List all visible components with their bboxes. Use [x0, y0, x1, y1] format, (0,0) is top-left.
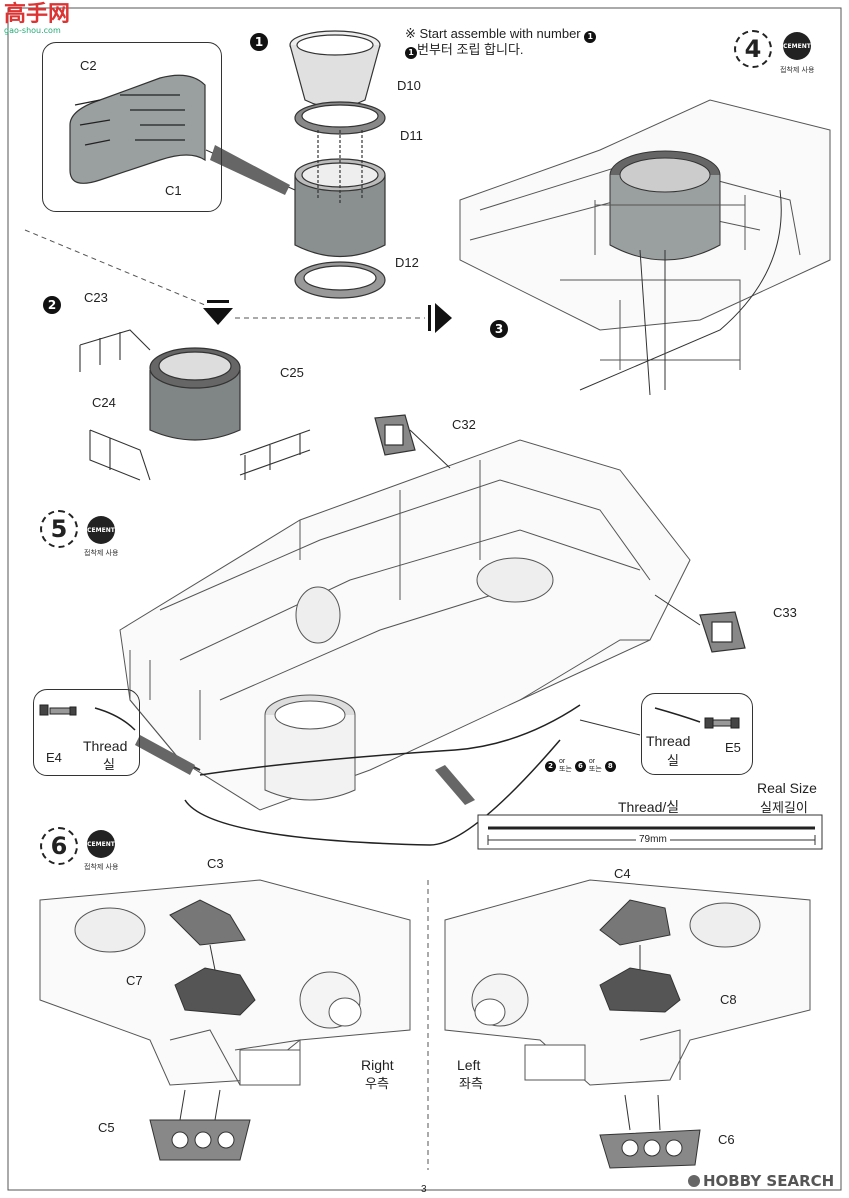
notice-line1: ※ Start assemble with number	[405, 26, 581, 41]
part-label-c7: C7	[126, 973, 143, 988]
part-label-e4: E4	[46, 750, 62, 765]
part-label-c4: C4	[614, 866, 631, 881]
side-right-en: Right	[361, 1057, 394, 1073]
cement-icon-5: CEMENT	[87, 516, 115, 544]
real-size-en: Real Size	[757, 780, 817, 796]
thread-inset-right	[641, 693, 753, 775]
notice-number-icon: 1	[584, 31, 597, 43]
c24-rail-drawing	[89, 429, 151, 481]
d11-ring-drawing	[294, 101, 386, 135]
notice-line2: 번부터 조립 합니다.	[417, 42, 524, 57]
side-left-kr: 좌측	[459, 1076, 483, 1091]
e5-part-drawing	[704, 717, 740, 729]
option-or-1-kr: 또는	[559, 766, 572, 773]
cement-icon-4: CEMENT	[783, 32, 811, 60]
step3-hull-drawing	[459, 99, 831, 370]
real-size-length: 79mm	[636, 834, 670, 845]
option-a-icon: 2	[545, 760, 556, 772]
c8-part-drawing	[599, 967, 681, 1013]
option-or-1: or	[559, 758, 566, 765]
part-label-c23: C23	[84, 290, 108, 305]
hobby-search-text: HOBBY SEARCH	[703, 1172, 835, 1190]
thread-cables-drawing	[94, 704, 701, 846]
step-number-2: 2	[43, 296, 61, 314]
cement-caption-5: 접착제 사용	[84, 549, 119, 557]
c23-rail-drawing	[79, 329, 151, 372]
watermark-logo: 高手网 gao-shou.com	[4, 2, 71, 36]
cement-caption-6: 접착제 사용	[84, 863, 119, 871]
part-label-c32: C32	[452, 417, 476, 432]
part-label-d10: D10	[397, 78, 421, 93]
part-label-d11: D11	[400, 128, 423, 143]
c4-part-drawing	[599, 899, 671, 946]
hobby-search-logo-icon	[688, 1175, 700, 1187]
c1-shell-drawing	[69, 74, 206, 184]
step1-inset-frame	[42, 42, 222, 212]
thread-right-kr: 실	[667, 753, 679, 768]
part-label-c25: C25	[280, 365, 304, 380]
c3-part-drawing	[169, 899, 246, 946]
thread-right-en: Thread	[646, 733, 691, 749]
part-label-c24: C24	[92, 395, 116, 410]
part-label-c1: C1	[165, 183, 182, 198]
option-b-icon: 6	[574, 760, 586, 772]
c33-bracket-drawing	[699, 611, 746, 653]
step2-hatch-drawing	[149, 347, 241, 441]
step-number-6: 6	[40, 827, 78, 865]
option-or-2-kr: 또는	[588, 766, 602, 773]
c6-part-drawing	[599, 1129, 701, 1169]
notice-number-icon-2: 1	[405, 47, 417, 59]
side-right-kr: 우측	[365, 1076, 389, 1091]
e4-part-drawing	[39, 704, 77, 716]
watermark-url: gao-shou.com	[4, 26, 61, 35]
thread-inset-left	[33, 689, 140, 776]
part-label-c33: C33	[773, 605, 797, 620]
step-number-5: 5	[40, 510, 78, 548]
c32-bracket-drawing	[374, 414, 416, 456]
part-label-c5: C5	[98, 1120, 115, 1135]
thread-left-en: Thread	[83, 738, 128, 754]
step5-hull-drawing	[119, 439, 691, 811]
right-arrow-icon	[435, 303, 452, 333]
option-or-2: or	[588, 758, 596, 765]
page-number: 3	[421, 1184, 427, 1195]
hatch-cylinder-drawing	[294, 130, 386, 258]
step-number-3: 3	[490, 320, 508, 338]
part-label-c2: C2	[80, 58, 97, 73]
real-size-thread: Thread/실	[618, 799, 680, 815]
d10-cup-drawing	[289, 30, 381, 109]
part-label-c6: C6	[718, 1132, 735, 1147]
c25-rail-drawing	[239, 429, 311, 480]
step-number-4: 4	[734, 30, 772, 68]
c5-part-drawing	[149, 1119, 251, 1161]
side-left-en: Left	[457, 1057, 481, 1073]
d12-base-ring-drawing	[294, 261, 386, 299]
part-label-e5: E5	[725, 740, 741, 755]
thread-left-kr: 실	[103, 757, 115, 772]
real-size-kr: 실제길이	[760, 800, 808, 815]
part-label-c3: C3	[207, 856, 224, 871]
step-number-1: 1	[250, 33, 268, 51]
down-arrow-icon	[203, 308, 233, 325]
cement-caption-4: 접착제 사용	[780, 66, 815, 74]
c7-part-drawing	[174, 967, 256, 1016]
watermark-logo-text: 高手网	[4, 2, 71, 27]
part-label-d12: D12	[395, 255, 419, 270]
cement-icon-6: CEMENT	[87, 830, 115, 858]
hobby-search-watermark: HOBBY SEARCH	[688, 1172, 834, 1190]
part-label-c8: C8	[720, 992, 737, 1007]
option-c-icon: 8	[604, 760, 616, 772]
